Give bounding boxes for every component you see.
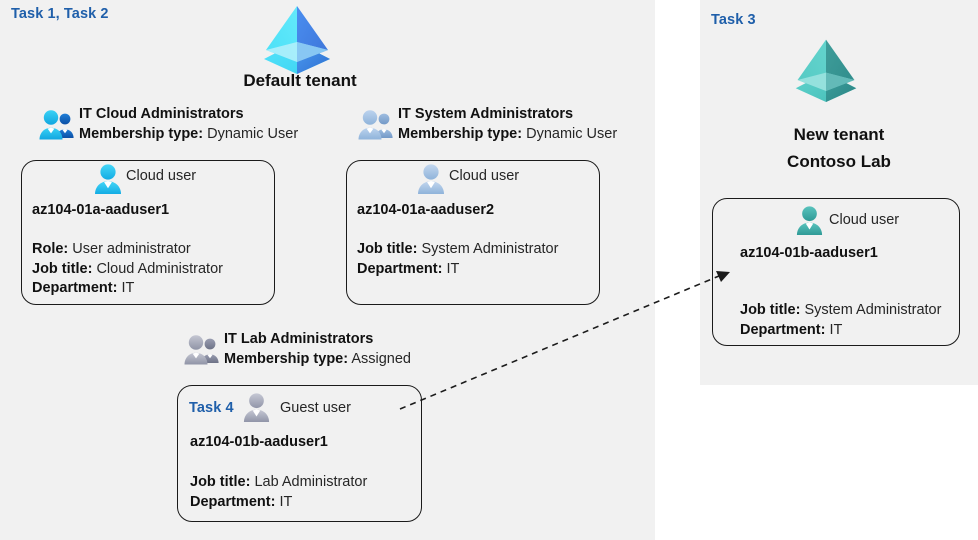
- attr-value: Cloud Administrator: [96, 260, 223, 277]
- username-guest-aaduser1: az104-01b-aaduser1: [190, 434, 328, 450]
- attrs-b-aaduser1: Job title: System Administrator Departme…: [740, 301, 941, 340]
- attr-label: Job title:: [32, 260, 93, 277]
- username-b-aaduser1: az104-01b-aaduser1: [740, 245, 878, 261]
- cloud-user-icon-aaduser2: [416, 163, 446, 194]
- group-users-icon-cloud-admins: [38, 108, 78, 142]
- user-type-aaduser1: Cloud user: [126, 168, 197, 184]
- attrs-aaduser2: Job title: System Administrator Departme…: [357, 240, 558, 279]
- attr-label: Role:: [32, 241, 69, 257]
- attr-value: IT: [829, 321, 843, 338]
- attr-row: Job title: System Administrator: [357, 240, 558, 260]
- group-header-it-system-administrators: IT System Administrators Membership type…: [398, 105, 617, 145]
- group-membership-value: Dynamic User: [207, 126, 299, 142]
- guest-user-icon: [242, 392, 271, 422]
- tenant-title-default: Default tenant: [243, 71, 357, 90]
- attr-row: Department: IT: [740, 321, 941, 341]
- user-card-aaduser1[interactable]: [21, 160, 275, 305]
- attr-value: System Administrator: [804, 302, 942, 318]
- group-membership-label: Membership type:: [79, 126, 204, 142]
- group-membership-value: Dynamic User: [526, 126, 618, 142]
- attr-label: Department:: [190, 493, 276, 510]
- attr-value: Lab Administrator: [254, 474, 368, 490]
- attr-value: IT: [121, 280, 135, 296]
- attr-row: Job title: System Administrator: [740, 301, 941, 321]
- attr-label: Job title:: [740, 302, 801, 318]
- task-label-card-guest: Task 4: [189, 400, 234, 416]
- group-membership: Membership type: Assigned: [224, 349, 411, 370]
- user-card-b-aaduser1[interactable]: [712, 198, 960, 346]
- attr-label: Department:: [357, 260, 443, 277]
- attr-label: Department:: [740, 321, 826, 338]
- group-membership-label: Membership type:: [398, 126, 523, 142]
- group-name: IT Lab Administrators: [224, 331, 374, 347]
- attr-value: IT: [446, 260, 460, 277]
- attr-row: Job title: Lab Administrator: [190, 473, 367, 493]
- group-users-icon-system-admins: [357, 108, 397, 142]
- attr-row: Job title: Cloud Administrator: [32, 260, 223, 280]
- attr-label: Job title:: [190, 474, 251, 490]
- group-header-it-cloud-administrators: IT Cloud Administrators Membership type:…: [79, 105, 298, 145]
- attr-row: Department: IT: [357, 260, 558, 280]
- left-tenant-panel: [0, 0, 655, 540]
- attrs-guest-aaduser1: Job title: Lab Administrator Department:…: [190, 473, 367, 512]
- attr-row: Department: IT: [32, 279, 223, 299]
- cloud-user-icon-b-aaduser1: [795, 205, 824, 235]
- group-membership-value: Assigned: [351, 351, 411, 367]
- task-label-left: Task 1, Task 2: [11, 6, 109, 22]
- user-type-guest: Guest user: [280, 400, 351, 416]
- attr-label: Department:: [32, 280, 118, 296]
- group-membership: Membership type: Dynamic User: [398, 124, 617, 145]
- attr-label: Job title:: [357, 241, 418, 257]
- username-aaduser2: az104-01a-aaduser2: [357, 202, 495, 218]
- group-membership: Membership type: Dynamic User: [79, 124, 298, 145]
- group-header-it-lab-administrators: IT Lab Administrators Membership type: A…: [224, 330, 411, 370]
- tenant-title-new: New tenant: [793, 125, 885, 144]
- attrs-aaduser1: Role: User administrator Job title: Clou…: [32, 240, 223, 299]
- attr-row: Department: IT: [190, 493, 367, 513]
- tenant-subtitle-new: Contoso Lab: [787, 152, 891, 171]
- azure-ad-tenant-icon-new: [790, 36, 862, 102]
- group-name: IT Cloud Administrators: [79, 106, 244, 122]
- user-type-aaduser2: Cloud user: [449, 168, 520, 184]
- attr-value: System Administrator: [421, 241, 559, 257]
- attr-value: User administrator: [72, 241, 191, 257]
- attr-row: Role: User administrator: [32, 240, 223, 260]
- group-name: IT System Administrators: [398, 106, 574, 122]
- username-aaduser1: az104-01a-aaduser1: [32, 202, 170, 218]
- group-membership-label: Membership type:: [224, 351, 349, 367]
- attr-value: IT: [279, 493, 293, 510]
- user-type-b-aaduser1: Cloud user: [829, 212, 900, 228]
- group-users-icon-lab-admins: [183, 333, 223, 367]
- azure-ad-tenant-icon-default: [258, 2, 336, 74]
- user-card-guest-aaduser1[interactable]: [177, 385, 422, 522]
- task-label-right: Task 3: [711, 12, 756, 28]
- cloud-user-icon-aaduser1: [93, 163, 123, 194]
